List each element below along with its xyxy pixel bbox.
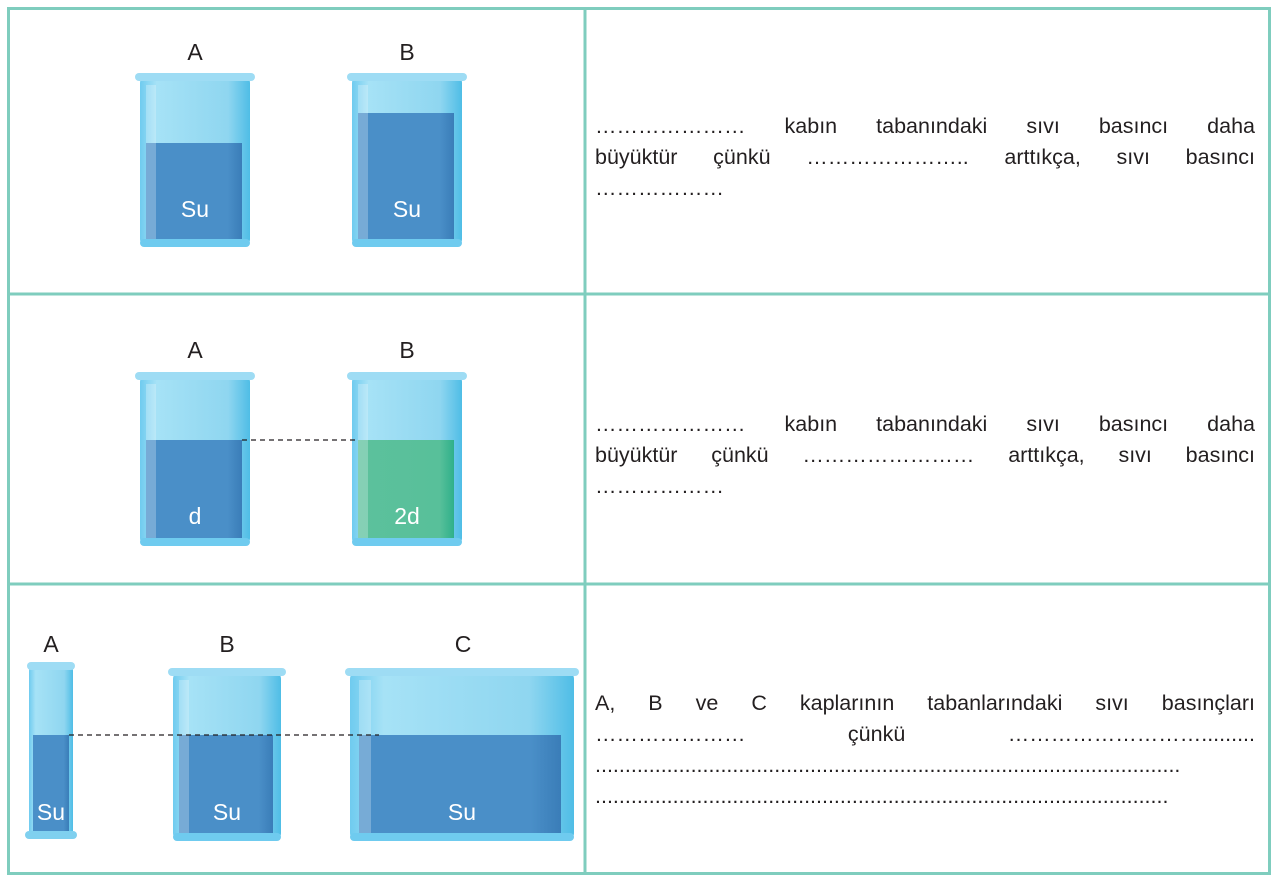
row1-beaker-a: [135, 73, 255, 247]
row2-beaker-a: [135, 372, 255, 546]
row2-liquid-a: d: [188, 503, 202, 529]
row2-liquid-b: 2d: [394, 503, 420, 529]
text-line: ………………… çünkü ……………………….........: [595, 722, 1255, 746]
row3-question-text: A, B ve C kaplarının tabanlarındaki sıvı…: [595, 688, 1255, 812]
row1-label-a: A: [187, 39, 203, 65]
row1-question-text: ………………… kabın tabanındaki sıvı basıncı d…: [595, 111, 1255, 204]
table-grid: [7, 7, 1271, 875]
text-line: ………………… kabın tabanındaki sıvı basıncı d…: [595, 114, 1255, 138]
row2-label-b: B: [399, 337, 415, 363]
row3-liquid-a: Su: [36, 799, 66, 825]
text-line: büyüktür çünkü …………………… arttıkça, sıvı b…: [595, 443, 1255, 467]
beakers-figure: [25, 73, 579, 841]
text-line: ........................................…: [595, 753, 1181, 777]
text-line: ………………: [595, 176, 724, 200]
row3-beaker-b: [168, 668, 286, 841]
row3-beaker-a: [25, 662, 77, 839]
row2-beaker-b: [347, 372, 467, 546]
row1-liquid-b: Su: [392, 196, 422, 222]
text-line: büyüktür çünkü ………………….. arttıkça, sıvı …: [595, 145, 1255, 169]
row1-beaker-b: [347, 73, 467, 247]
row3-label-b: B: [219, 631, 235, 657]
row3-liquid-c: Su: [447, 799, 477, 825]
row3-liquid-b: Su: [212, 799, 242, 825]
row3-label-a: A: [43, 631, 59, 657]
text-line: A, B ve C kaplarının tabanlarındaki sıvı…: [595, 691, 1255, 715]
row3-beaker-c: [345, 668, 579, 841]
row1-liquid-a: Su: [180, 196, 210, 222]
text-line: ………………: [595, 474, 724, 498]
text-line: ………………… kabın tabanındaki sıvı basıncı d…: [595, 412, 1255, 436]
worksheet-table: A B Su Su A B d 2d A B C Su Su Su …………………: [7, 7, 1271, 875]
row3-label-c: C: [454, 631, 472, 657]
row2-label-a: A: [187, 337, 203, 363]
text-line: ........................................…: [595, 784, 1169, 808]
row1-label-b: B: [399, 39, 415, 65]
row2-question-text: ………………… kabın tabanındaki sıvı basıncı d…: [595, 409, 1255, 502]
